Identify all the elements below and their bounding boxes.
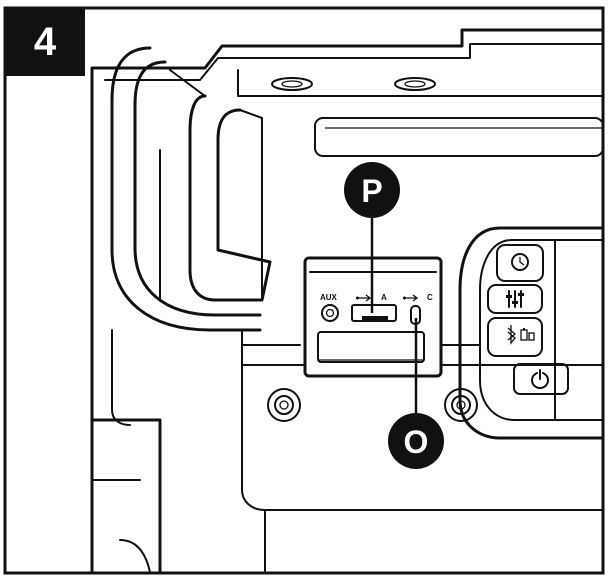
clock-icon [511, 253, 529, 271]
control-pad [458, 226, 605, 440]
step-number-badge: 4 [5, 8, 85, 76]
callout-p-badge [344, 162, 400, 218]
power-icon [531, 369, 549, 389]
aux-label: AUX [320, 293, 338, 302]
clock-button[interactable] [496, 244, 544, 282]
power-button[interactable] [513, 363, 569, 395]
top-screw-right [394, 77, 436, 91]
usb-icon [403, 294, 419, 302]
bluetooth-button[interactable] [487, 317, 543, 357]
top-plate [237, 69, 604, 97]
callout-o-label: O [404, 424, 429, 460]
screw-left [267, 388, 301, 422]
aux-port [321, 304, 339, 322]
callout-p-label: P [361, 173, 382, 209]
device-body-outline [90, 28, 605, 574]
callout-o-badge [388, 413, 444, 469]
handle-grip [188, 94, 272, 302]
handle-outer [110, 46, 262, 332]
lower-body [90, 418, 162, 574]
usb-icon [356, 294, 372, 302]
diagram-border [3, 6, 605, 575]
top-slot [314, 117, 604, 157]
equalizer-icon [506, 290, 524, 308]
bluetooth-icon [507, 325, 516, 345]
equalizer-button[interactable] [487, 284, 543, 314]
usb-a-label: A [381, 293, 387, 302]
usb-c-label: C [427, 293, 433, 302]
handle-inner [133, 60, 262, 317]
top-screw-left [271, 77, 313, 91]
device-top-rim [104, 43, 604, 81]
port-cover [317, 331, 425, 363]
battery-icon [520, 328, 535, 341]
